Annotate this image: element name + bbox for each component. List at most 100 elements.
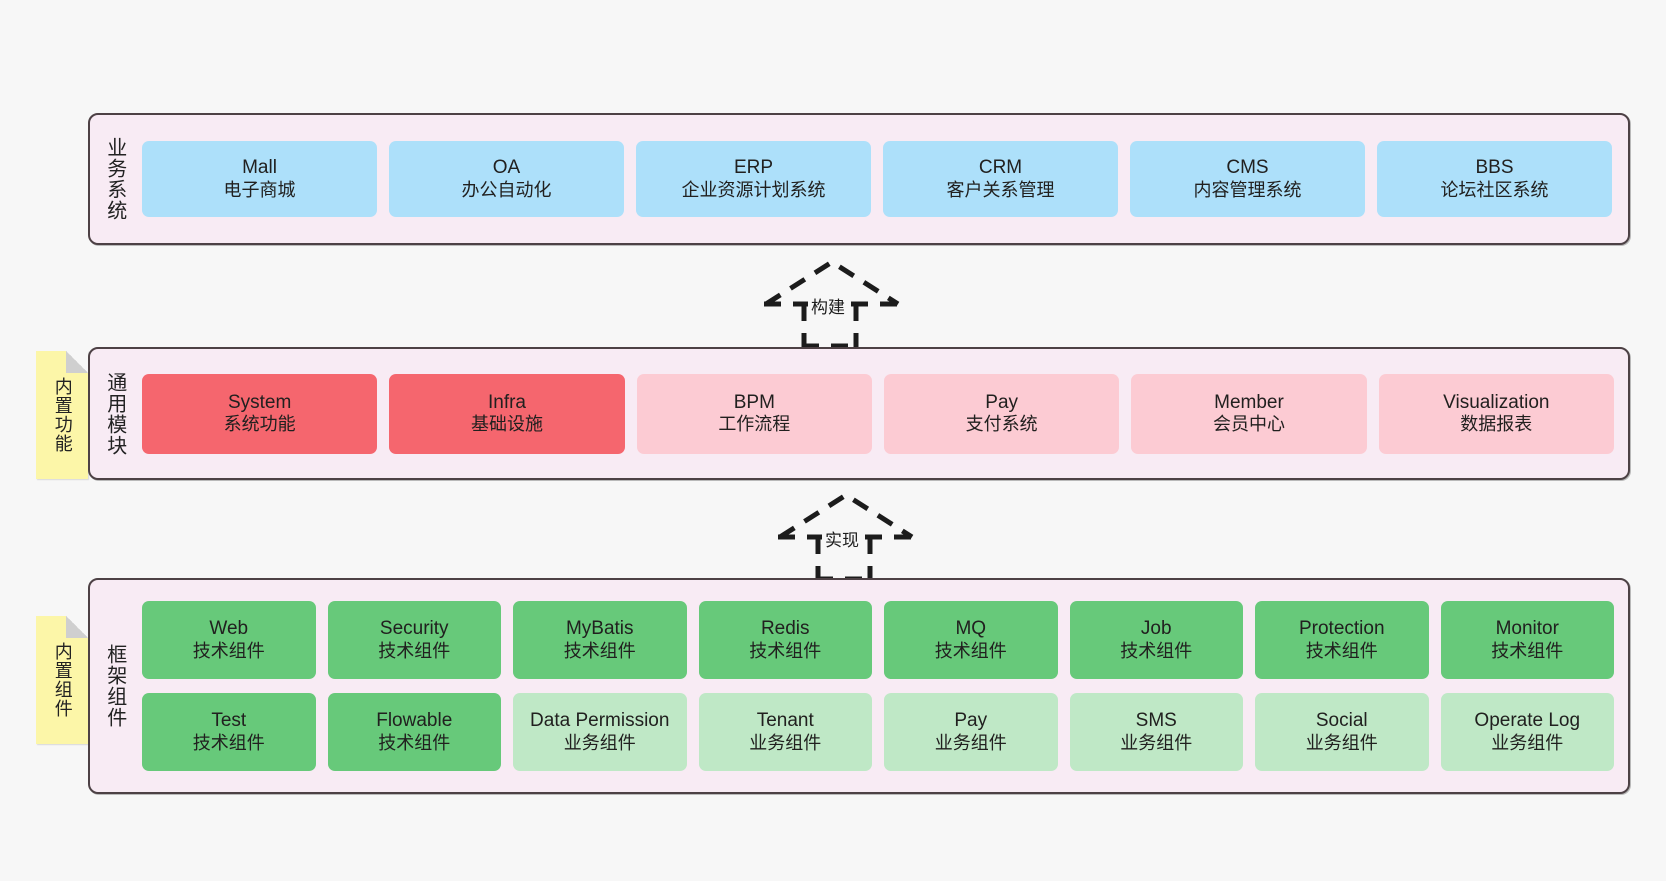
arrow-implement-label: 实现 bbox=[822, 526, 862, 551]
node-title: Test bbox=[211, 710, 247, 732]
node-subtitle: 技术组件 bbox=[378, 640, 451, 661]
node-subtitle: 技术组件 bbox=[934, 640, 1007, 661]
node-sms[interactable]: SMS 业务组件 bbox=[1069, 693, 1243, 771]
arrow-build: 构建 bbox=[752, 258, 912, 349]
node-test[interactable]: Test 技术组件 bbox=[142, 693, 316, 771]
arrow-build-label: 构建 bbox=[808, 293, 848, 318]
node-protection[interactable]: Protection 技术组件 bbox=[1255, 601, 1429, 679]
node-title: Pay bbox=[985, 391, 1019, 413]
layer-title-business: 业务系统 bbox=[103, 137, 126, 221]
note-builtin-function: 内置功能 bbox=[36, 351, 88, 479]
node-tenant[interactable]: Tenant 业务组件 bbox=[698, 693, 872, 771]
note-label: 内置组件 bbox=[52, 642, 73, 718]
node-title: Social bbox=[1315, 710, 1368, 732]
node-mybatis[interactable]: MyBatis 技术组件 bbox=[513, 601, 687, 679]
node-subtitle: 业务组件 bbox=[1305, 732, 1378, 753]
layer-row: System 系统功能 Infra 基础设施 BPM 工作流程 Pay 支付系统… bbox=[142, 373, 1614, 454]
layer-body-common: System 系统功能 Infra 基础设施 BPM 工作流程 Pay 支付系统… bbox=[138, 349, 1628, 478]
layer-title-common: 通用模块 bbox=[103, 371, 126, 456]
node-title: CRM bbox=[978, 157, 1023, 179]
node-title: Redis bbox=[760, 618, 810, 640]
node-subtitle: 内容管理系统 bbox=[1193, 179, 1302, 200]
node-system[interactable]: System 系统功能 bbox=[142, 373, 378, 454]
node-subtitle: 技术组件 bbox=[192, 732, 265, 753]
node-mq[interactable]: MQ 技术组件 bbox=[884, 601, 1058, 679]
node-data-permission[interactable]: Data Permission 业务组件 bbox=[513, 693, 687, 771]
node-title: Member bbox=[1214, 391, 1284, 413]
node-member[interactable]: Member 会员中心 bbox=[1131, 373, 1367, 454]
layer-body-business: Mall 电子商城 OA 办公自动化 ERP 企业资源计划系统 CRM 客户关系… bbox=[138, 115, 1628, 243]
layer-body-framework: Web 技术组件 Security 技术组件 MyBatis 技术组件 Redi… bbox=[138, 580, 1628, 792]
node-subtitle: 系统功能 bbox=[223, 414, 296, 435]
node-bbs[interactable]: BBS 论坛社区系统 bbox=[1377, 141, 1612, 217]
node-subtitle: 业务组件 bbox=[1491, 732, 1564, 753]
node-title: Mall bbox=[242, 157, 277, 179]
node-crm[interactable]: CRM 客户关系管理 bbox=[883, 141, 1118, 217]
node-title: OA bbox=[492, 157, 521, 179]
node-security[interactable]: Security 技术组件 bbox=[327, 601, 501, 679]
node-title: Visualization bbox=[1443, 391, 1550, 413]
node-title: ERP bbox=[733, 157, 774, 179]
node-subtitle: 技术组件 bbox=[1120, 640, 1193, 661]
node-pay-component[interactable]: Pay 业务组件 bbox=[884, 693, 1058, 771]
node-cms[interactable]: CMS 内容管理系统 bbox=[1130, 141, 1365, 217]
node-title: Protection bbox=[1298, 618, 1385, 640]
node-pay-module[interactable]: Pay 支付系统 bbox=[883, 373, 1120, 454]
node-redis[interactable]: Redis 技术组件 bbox=[698, 601, 872, 679]
layer-title-framework: 框架组件 bbox=[103, 644, 126, 728]
node-title: MyBatis bbox=[565, 618, 634, 640]
layer-row: Mall 电子商城 OA 办公自动化 ERP 企业资源计划系统 CRM 客户关系… bbox=[142, 141, 1612, 217]
layer-row: Test 技术组件 Flowable 技术组件 Data Permission … bbox=[142, 693, 1614, 771]
node-title: Security bbox=[379, 618, 449, 640]
node-title: BBS bbox=[1475, 157, 1514, 179]
node-oa[interactable]: OA 办公自动化 bbox=[389, 141, 624, 217]
node-infra[interactable]: Infra 基础设施 bbox=[389, 373, 625, 454]
layer-common-modules[interactable]: 通用模块 System 系统功能 Infra 基础设施 BPM 工作流程 Pay… bbox=[88, 347, 1630, 480]
node-subtitle: 业务组件 bbox=[563, 732, 636, 753]
node-subtitle: 业务组件 bbox=[934, 732, 1007, 753]
node-subtitle: 会员中心 bbox=[1212, 414, 1285, 435]
node-subtitle: 数据报表 bbox=[1460, 414, 1533, 435]
layer-business-systems[interactable]: 业务系统 Mall 电子商城 OA 办公自动化 ERP 企业资源计划系统 CRM… bbox=[88, 113, 1630, 245]
node-title: Pay bbox=[954, 710, 988, 732]
node-subtitle: 电子商城 bbox=[223, 179, 296, 200]
node-title: Monitor bbox=[1495, 618, 1559, 640]
node-subtitle: 技术组件 bbox=[563, 640, 636, 661]
node-subtitle: 客户关系管理 bbox=[946, 179, 1055, 200]
node-title: SMS bbox=[1135, 710, 1177, 732]
node-subtitle: 工作流程 bbox=[718, 414, 791, 435]
node-subtitle: 办公自动化 bbox=[461, 179, 552, 200]
node-flowable[interactable]: Flowable 技术组件 bbox=[327, 693, 501, 771]
arrow-implement: 实现 bbox=[766, 491, 926, 582]
node-bpm[interactable]: BPM 工作流程 bbox=[636, 373, 872, 454]
node-social[interactable]: Social 业务组件 bbox=[1255, 693, 1429, 771]
node-subtitle: 技术组件 bbox=[192, 640, 265, 661]
node-job[interactable]: Job 技术组件 bbox=[1069, 601, 1243, 679]
layer-framework-components[interactable]: 框架组件 Web 技术组件 Security 技术组件 MyBatis 技术组件… bbox=[88, 578, 1630, 794]
node-mall[interactable]: Mall 电子商城 bbox=[142, 141, 377, 217]
node-subtitle: 技术组件 bbox=[749, 640, 822, 661]
node-web[interactable]: Web 技术组件 bbox=[142, 601, 316, 679]
node-subtitle: 业务组件 bbox=[749, 732, 822, 753]
node-title: Web bbox=[209, 618, 249, 640]
node-title: Infra bbox=[487, 391, 526, 413]
node-subtitle: 业务组件 bbox=[1120, 732, 1193, 753]
node-visualization[interactable]: Visualization 数据报表 bbox=[1378, 373, 1614, 454]
node-subtitle: 技术组件 bbox=[378, 732, 451, 753]
node-monitor[interactable]: Monitor 技术组件 bbox=[1440, 601, 1614, 679]
node-operate-log[interactable]: Operate Log 业务组件 bbox=[1440, 693, 1614, 771]
node-title: System bbox=[227, 391, 292, 413]
node-subtitle: 基础设施 bbox=[470, 414, 543, 435]
node-title: CMS bbox=[1226, 157, 1269, 179]
node-subtitle: 技术组件 bbox=[1305, 640, 1378, 661]
node-erp[interactable]: ERP 企业资源计划系统 bbox=[636, 141, 871, 217]
node-title: Job bbox=[1140, 618, 1172, 640]
node-title: Tenant bbox=[756, 710, 814, 732]
node-title: BPM bbox=[733, 391, 775, 413]
note-label: 内置功能 bbox=[52, 377, 73, 453]
node-subtitle: 支付系统 bbox=[965, 414, 1038, 435]
node-subtitle: 技术组件 bbox=[1491, 640, 1564, 661]
node-subtitle: 论坛社区系统 bbox=[1440, 179, 1549, 200]
note-builtin-component: 内置组件 bbox=[36, 616, 88, 744]
